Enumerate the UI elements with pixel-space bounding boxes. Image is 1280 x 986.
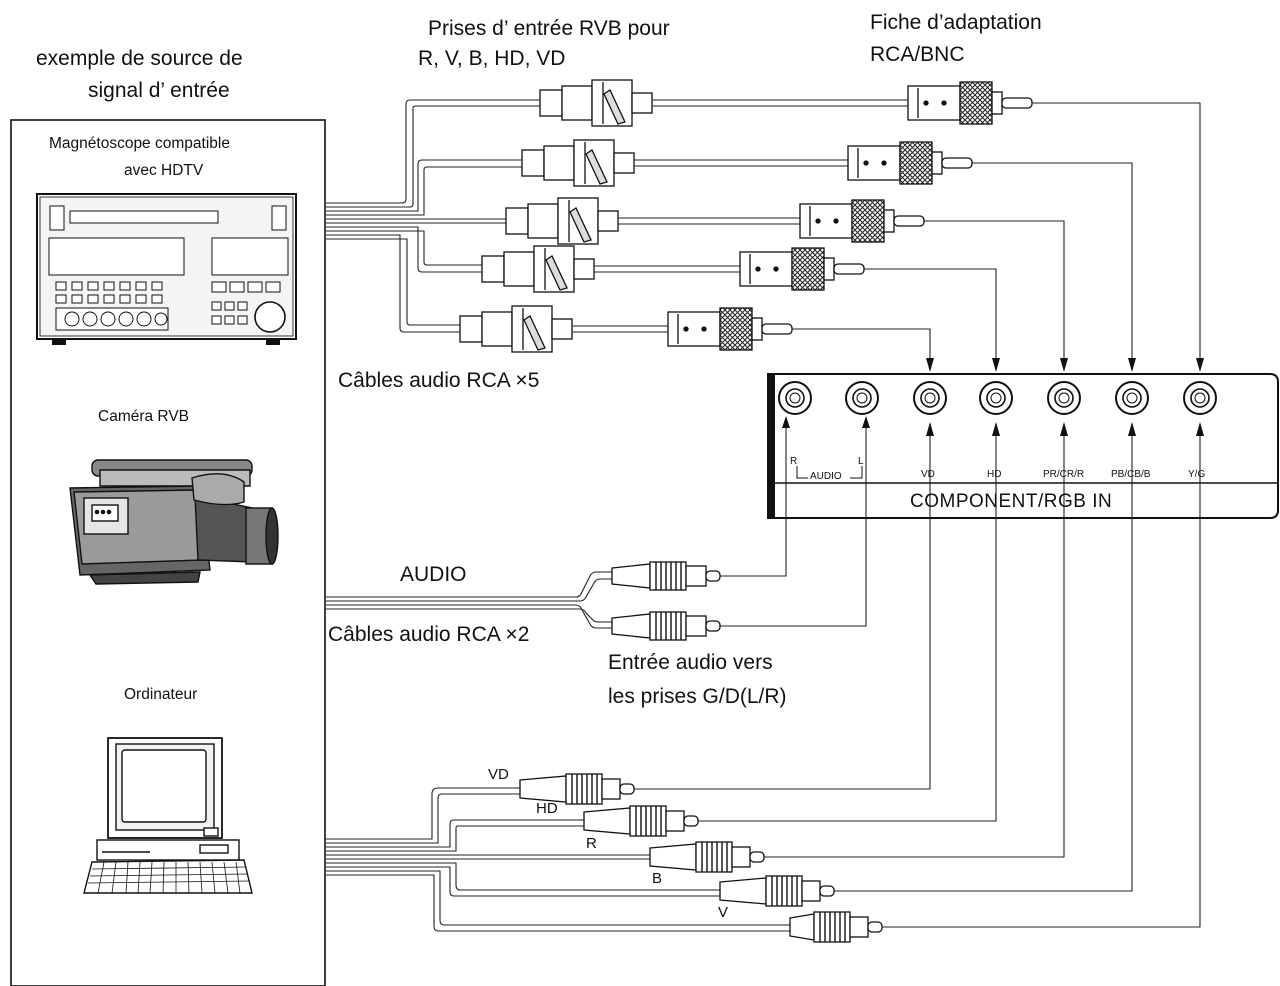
panel-audio-r: R — [790, 456, 798, 467]
rgb-camera-icon — [69, 459, 279, 585]
audio-cable-bundle — [326, 571, 612, 629]
panel-arrows-down — [926, 358, 1204, 372]
panel-jacks — [778, 381, 1217, 415]
panel-jack-pb: PB/CB/B — [1111, 469, 1151, 480]
wire-label-vd: VD — [488, 766, 509, 783]
rca-plug-v — [789, 436, 1201, 943]
bnc-connector-5 — [459, 305, 573, 353]
panel-jack-hd: HD — [987, 469, 1002, 480]
panel-audio-bracket-label: AUDIO — [810, 471, 842, 482]
rca-plug-audio-l — [611, 428, 867, 641]
audio-in-label-line1: Entrée audio vers — [608, 651, 773, 674]
rca-plug-vd — [519, 436, 931, 805]
adapter-label-line1: Fiche d’adaptation — [870, 11, 1042, 34]
wire-label-v: V — [718, 904, 729, 921]
rca-plug-hd — [583, 436, 997, 837]
rca-plug-r — [649, 436, 1065, 873]
component-rgb-panel — [767, 373, 1279, 519]
rca-bnc-adapter-3 — [799, 199, 1065, 370]
rgb-jacks-label-line2: R, V, B, HD, VD — [418, 47, 566, 70]
rca-bnc-adapter-1 — [907, 81, 1201, 370]
rca-bnc-adapter-5 — [667, 307, 931, 370]
source-title-line1: exemple de source de — [36, 47, 243, 70]
wire-label-hd: HD — [536, 800, 558, 817]
vcr-icon — [36, 193, 297, 345]
computer-icon — [83, 737, 253, 894]
panel-jack-yg: Y/G — [1188, 469, 1206, 480]
vcr-wire-bundle — [326, 99, 540, 333]
panel-jack-pr: PR/CR/R — [1043, 469, 1085, 480]
audio-in-label-line2: les prises G/D(L/R) — [608, 685, 787, 708]
computer-label: Ordinateur — [124, 686, 198, 703]
computer-wire-bundle — [326, 787, 790, 932]
audio-label: AUDIO — [400, 563, 467, 586]
wire-label-r: R — [586, 835, 597, 852]
bnc-adapter-cables — [572, 99, 908, 333]
panel-audio-l: L — [858, 456, 864, 467]
panel-title: COMPONENT/RGB IN — [910, 491, 1113, 512]
rgb-jacks-label-line1: Prises d’ entrée RVB pour — [428, 17, 670, 40]
wire-label-b: B — [652, 870, 663, 887]
adapter-label-line2: RCA/BNC — [870, 43, 965, 66]
rca-bnc-adapter-2 — [847, 141, 1133, 370]
bnc-connector-1 — [539, 79, 653, 127]
rca-plug-audio-r — [611, 428, 787, 591]
panel-jack-vd: VD — [921, 469, 935, 480]
camera-label: Caméra RVB — [98, 408, 190, 425]
cables-x5-label: Câbles audio RCA ×5 — [338, 369, 540, 392]
bnc-connector-3 — [505, 197, 619, 245]
audio-bracket — [796, 466, 863, 479]
vcr-label-line2: avec HDTV — [124, 162, 204, 179]
rca-plug-b — [719, 436, 1133, 907]
bnc-connector-4 — [481, 245, 595, 293]
panel-arrows-up — [782, 416, 1204, 436]
cables-x2-label: Câbles audio RCA ×2 — [328, 623, 530, 646]
vcr-label-line1: Magnétoscope compatible — [49, 135, 230, 152]
bnc-connector-2 — [521, 139, 635, 187]
source-title-line2: signal d’ entrée — [88, 79, 230, 102]
rca-bnc-adapter-4 — [739, 247, 997, 370]
